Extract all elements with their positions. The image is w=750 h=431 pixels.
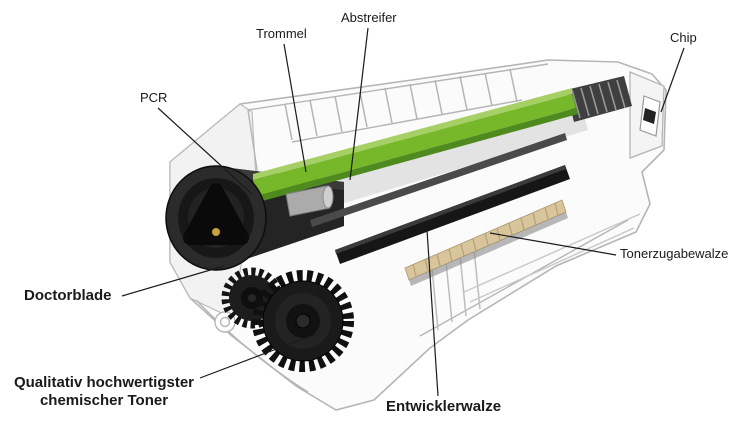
corrugated-block [566,76,632,122]
toner-supply-roller-part [404,199,568,286]
label-doctorblade: Doctorblade [24,287,112,304]
developer-roller-part [335,165,570,264]
label-tonerzugabewalze: Tonerzugabewalze [620,246,729,261]
label-trommel: Trommel [256,26,307,41]
drum-drive-end [165,165,267,271]
label-toner-line2: chemischer Toner [39,392,169,409]
drive-gear-large [252,270,354,372]
drive-hub-contact [212,228,220,236]
leader-line-entwicklerwalze [426,229,439,397]
label-toner-line1: Qualitativ hochwertigster [13,374,195,391]
leader-line-pcr [157,107,253,195]
chip-part [629,71,665,159]
leader-line-doctorblade [121,265,225,297]
leader-line-toner [199,333,317,379]
doctor-blade-part [310,133,567,227]
label-entwicklerwalze: Entwicklerwalze [386,398,502,415]
housing-fins [284,68,518,141]
leader-lines [121,27,685,397]
opc-drum-green-surface [253,88,578,202]
front-grooves [463,213,641,303]
leader-line-tonerzugabewalze [489,232,617,256]
label-pcr: PCR [140,90,168,105]
leader-line-chip [660,47,685,113]
leader-line-abstreifer [349,27,369,181]
front-slats [431,248,481,331]
label-abstreifer: Abstreifer [341,10,397,25]
label-toner: Qualitativ hochwertigster chemischer Ton… [0,374,208,410]
leader-line-trommel [283,43,307,173]
pcr-shaft [285,185,334,217]
label-chip: Chip [670,30,697,45]
